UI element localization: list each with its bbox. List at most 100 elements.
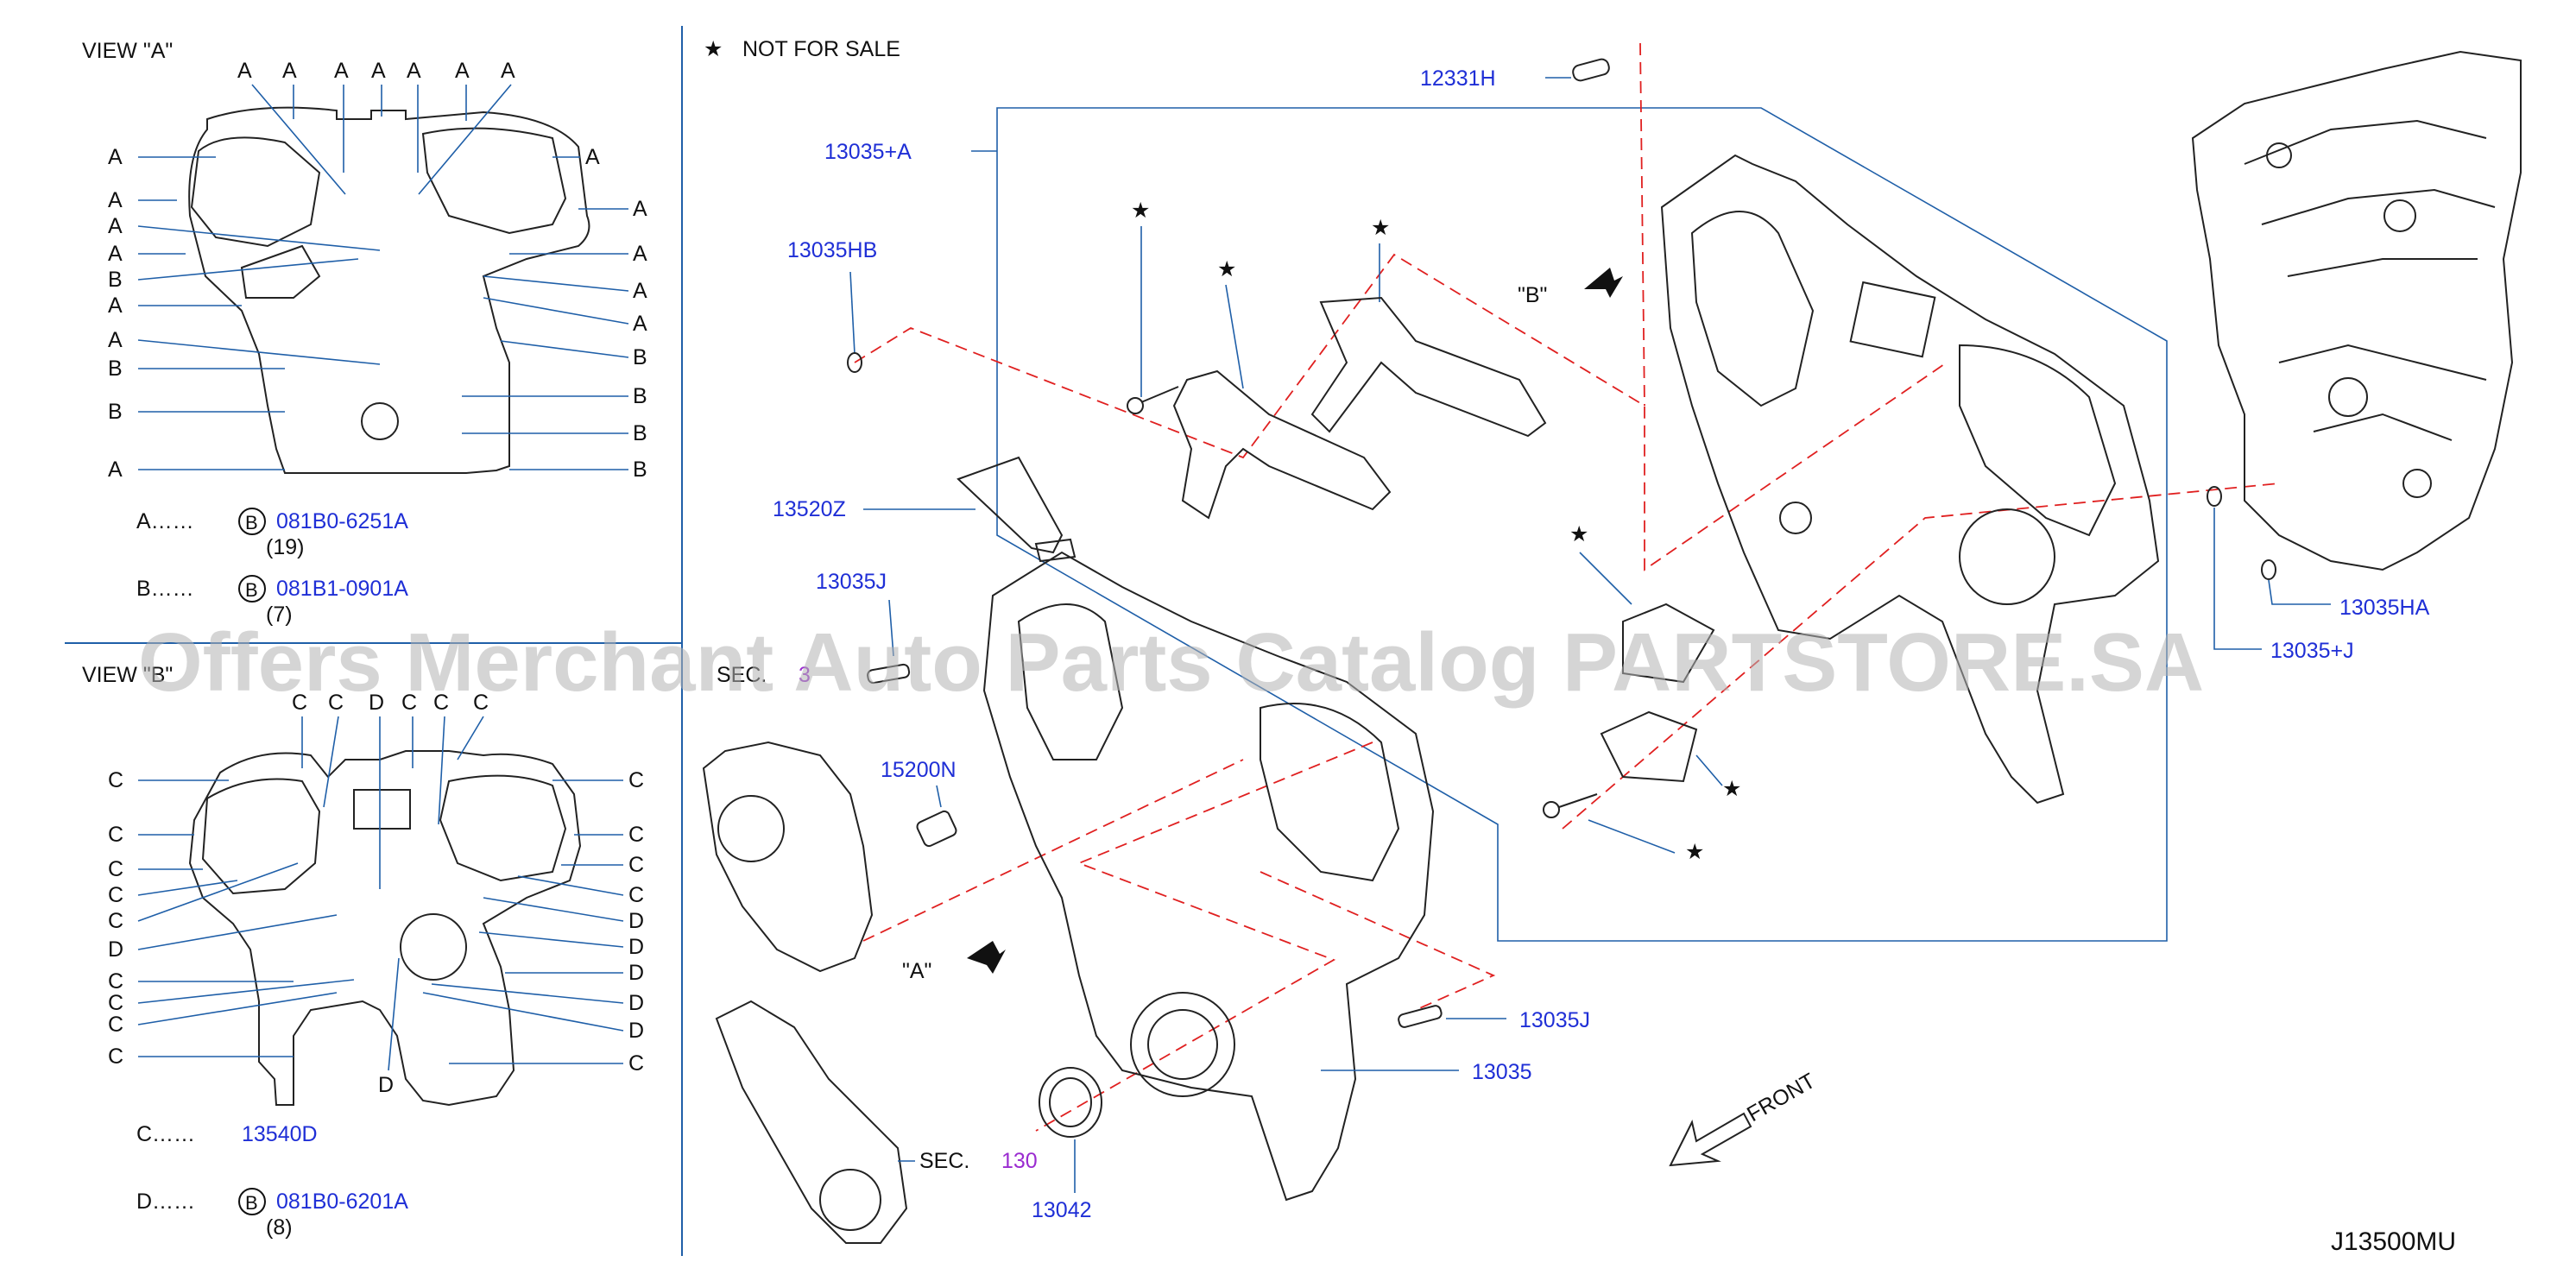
view-a-letter: A: [108, 242, 123, 266]
leader-gasket: [1225, 284, 1244, 389]
leader-gasket: [1579, 552, 1632, 605]
legend-d-qty: (8): [266, 1215, 293, 1240]
front-direction-arrow: [1669, 1112, 1752, 1167]
alignment-line: [854, 253, 1948, 571]
view-a-center-window: [240, 244, 321, 299]
view-b-letter: C: [433, 691, 449, 715]
view-a-letter: B: [633, 458, 647, 482]
view-b-letter: D: [628, 1019, 644, 1043]
circle-b-badge: [238, 575, 266, 603]
section-number-130[interactable]: 130: [1001, 1149, 1038, 1173]
view-b-center-rect: [353, 789, 411, 830]
circle-b-badge: [238, 1188, 266, 1215]
view-b-crank-hole: [400, 913, 467, 981]
part-label-13035[interactable]: 13035: [1472, 1060, 1532, 1084]
front-cover-right-window: [1260, 703, 1400, 882]
leader-13035hb: [849, 271, 856, 355]
view-b-letter: C: [628, 823, 644, 847]
view-b-title: VIEW "B": [82, 663, 173, 687]
part-label-13520z[interactable]: 13520Z: [773, 497, 846, 521]
view-b-right-leaders: [422, 779, 624, 1064]
legend-a-key: A……: [136, 509, 194, 533]
gasket-upper-left: [1172, 369, 1392, 520]
legend-b-qty: (7): [266, 603, 293, 627]
view-b-letter: C: [292, 691, 307, 715]
view-a-left-window: [190, 136, 321, 248]
leader-gasket: [1695, 754, 1723, 786]
view-b-letter: D: [628, 935, 644, 959]
leader-13035j-top: [888, 599, 894, 657]
circle-b-letter: B: [245, 512, 258, 533]
view-b-top-leaders: [301, 716, 484, 889]
dowel-pin-12331h: [1572, 58, 1610, 82]
view-a-letter: B: [108, 400, 123, 424]
legend-b-part[interactable]: 081B1-0901A: [276, 577, 408, 601]
view-b-left-window: [201, 778, 321, 895]
view-a-letter: B: [633, 345, 647, 369]
view-a-letter: A: [108, 293, 123, 318]
not-for-sale-note: NOT FOR SALE: [742, 37, 900, 61]
rear-cover-left-window: [1690, 211, 1815, 407]
oil-filter-15200n: [916, 810, 957, 848]
engine-hole: [2383, 199, 2416, 232]
part-label-13042[interactable]: 13042: [1032, 1198, 1092, 1222]
legend-d-part[interactable]: 081B0-6201A: [276, 1190, 408, 1214]
view-b-letter: D: [628, 991, 644, 1015]
view-b-letter: D: [628, 909, 644, 933]
engine-block: 13035HA 13035+J: [2191, 50, 2522, 663]
view-b-letter: C: [108, 969, 123, 994]
view-b-letter: C: [108, 857, 123, 881]
plug-13035ha-left: [2207, 486, 2222, 507]
plug-13035ha-right: [2261, 559, 2276, 580]
part-label-12331h[interactable]: 12331H: [1420, 66, 1496, 91]
view-a-letter: A: [108, 188, 123, 212]
water-pump-impeller: [717, 795, 785, 862]
engine-hole: [2266, 142, 2292, 168]
sealant-nozzle: [1034, 538, 1076, 563]
alignment-line: [862, 759, 1244, 942]
alignment-line: [1035, 741, 1373, 1132]
not-for-sale-star: ★: [704, 37, 723, 61]
view-a-letter: A: [108, 328, 123, 352]
gasket-star: ★: [1569, 522, 1588, 546]
view-b-letter: C: [328, 691, 344, 715]
view-b-letter: C: [628, 768, 644, 792]
section-number-top[interactable]: 3: [799, 663, 811, 687]
view-a-title: VIEW "A": [82, 39, 173, 63]
view-a-letter: B: [633, 384, 647, 408]
view-a-letter: A: [455, 59, 470, 83]
view-b-right-window: [439, 774, 567, 882]
legend-c-part[interactable]: 13540D: [242, 1122, 318, 1146]
engine-hole: [2328, 377, 2368, 417]
view-a-letter: B: [108, 357, 123, 381]
rear-timing-cover: [1660, 154, 2160, 805]
part-label-15200n[interactable]: 15200N: [881, 758, 957, 782]
view-a-letter: A: [371, 59, 386, 83]
legend-a-part[interactable]: 081B0-6251A: [276, 509, 408, 533]
view-b-left-leaders: [137, 779, 355, 1057]
front-cover-crank-seat: [1130, 992, 1235, 1097]
figure-code: J13500MU: [2331, 1227, 2456, 1256]
legend-b-key: B……: [136, 577, 194, 601]
part-label-13035-right[interactable]: 13035+J: [2270, 639, 2354, 663]
view-a-letter: A: [407, 59, 421, 83]
view-a-letter: A: [108, 458, 123, 482]
circle-b-badge: [238, 508, 266, 535]
part-label-13035ha[interactable]: 13035HA: [2339, 596, 2430, 620]
part-label-13035j-bottom[interactable]: 13035J: [1519, 1008, 1590, 1032]
front-label: FRONT: [1743, 1069, 1820, 1126]
circle-b-letter: B: [245, 1192, 258, 1214]
view-a-letter: A: [633, 242, 647, 266]
bolt-head: [1127, 397, 1144, 414]
part-label-13035a[interactable]: 13035+A: [824, 140, 912, 164]
view-a-letter: A: [237, 59, 252, 83]
gasket-small-lower: [1600, 710, 1698, 783]
view-b-letter: C: [628, 853, 644, 877]
engine-block-outline: [2191, 50, 2522, 571]
callout-view-a: "A": [902, 959, 931, 983]
part-label-13035hb[interactable]: 13035HB: [787, 238, 877, 262]
view-b-letter: C: [108, 883, 123, 907]
gasket-star: ★: [1685, 840, 1704, 864]
part-label-13035j-top[interactable]: 13035J: [816, 570, 887, 594]
